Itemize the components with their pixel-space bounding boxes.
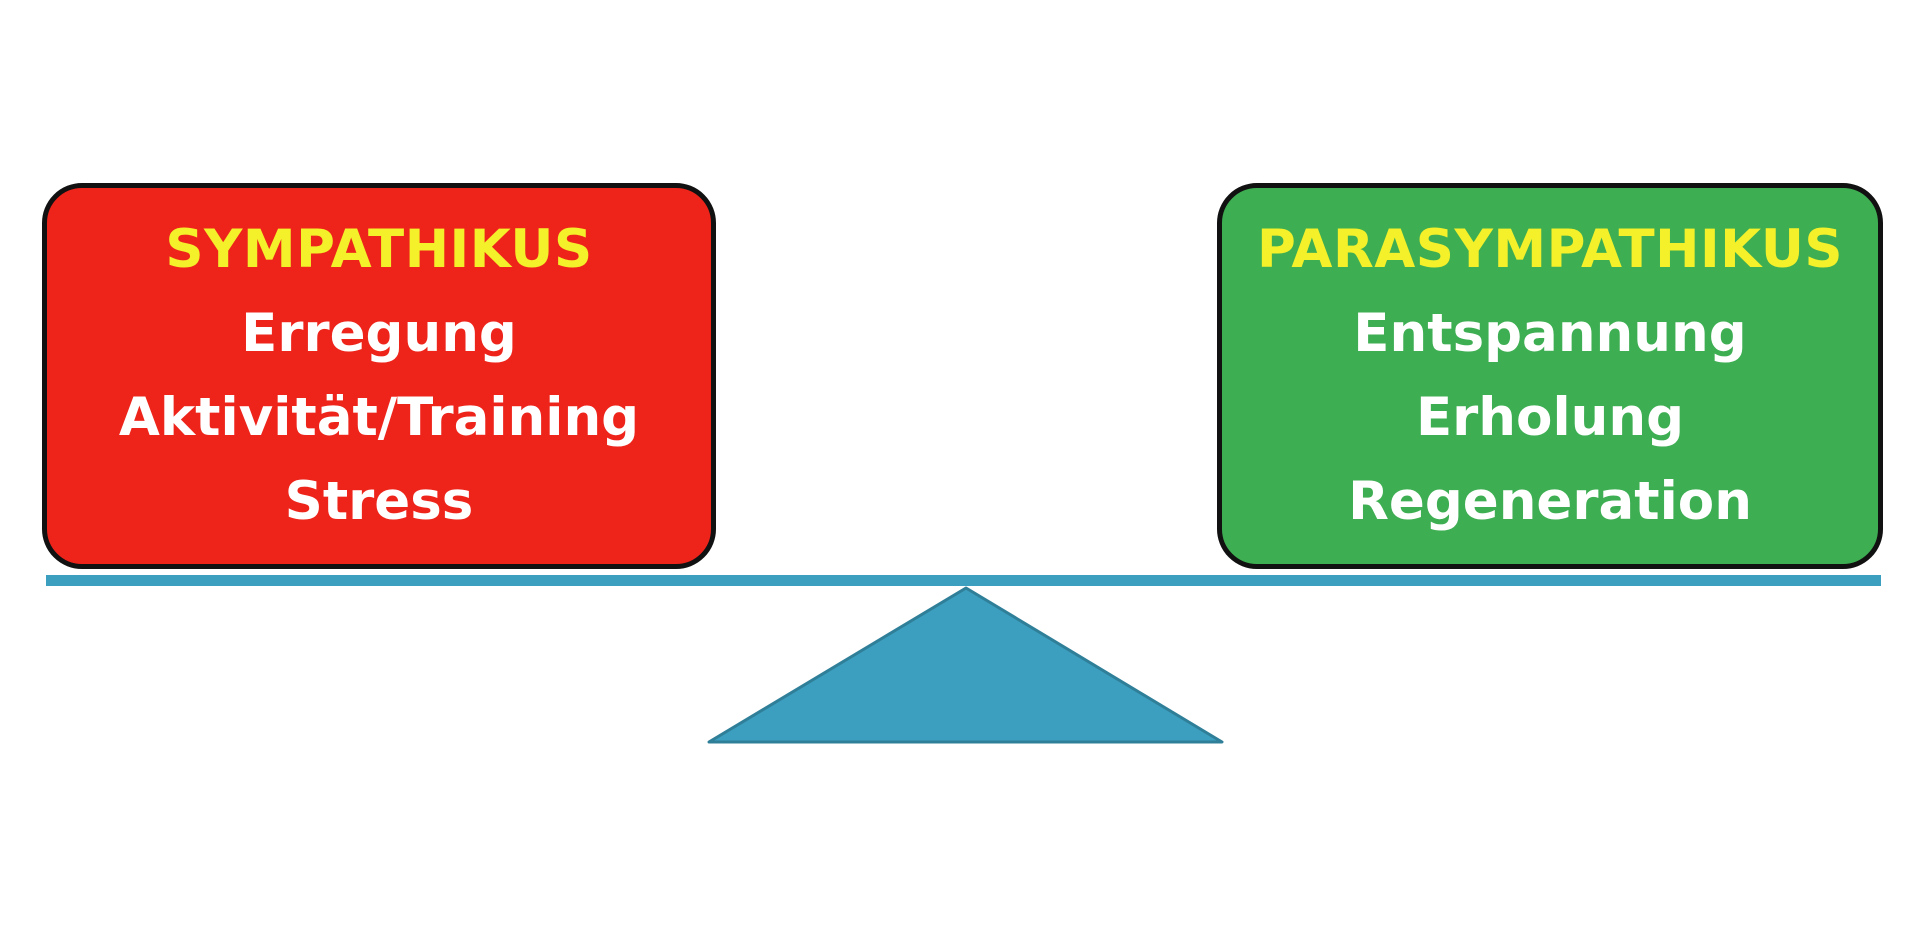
sympathikus-line-erregung: Erregung bbox=[241, 303, 517, 364]
sympathikus-title: SYMPATHIKUS bbox=[165, 219, 593, 280]
sympathikus-box: SYMPATHIKUS Erregung Aktivität/Training … bbox=[42, 183, 716, 569]
parasympathikus-title: PARASYMPATHIKUS bbox=[1256, 219, 1844, 280]
sympathikus-line-stress: Stress bbox=[284, 471, 474, 532]
seesaw-fulcrum bbox=[707, 586, 1224, 744]
parasympathikus-box: PARASYMPATHIKUS Entspannung Erholung Reg… bbox=[1217, 183, 1883, 569]
parasympathikus-line-entspannung: Entspannung bbox=[1353, 303, 1747, 364]
parasympathikus-line-erholung: Erholung bbox=[1415, 387, 1685, 448]
seesaw-beam bbox=[46, 575, 1881, 586]
sympathikus-line-aktivitaet: Aktivität/Training bbox=[118, 387, 640, 448]
parasympathikus-line-regeneration: Regeneration bbox=[1348, 471, 1752, 532]
